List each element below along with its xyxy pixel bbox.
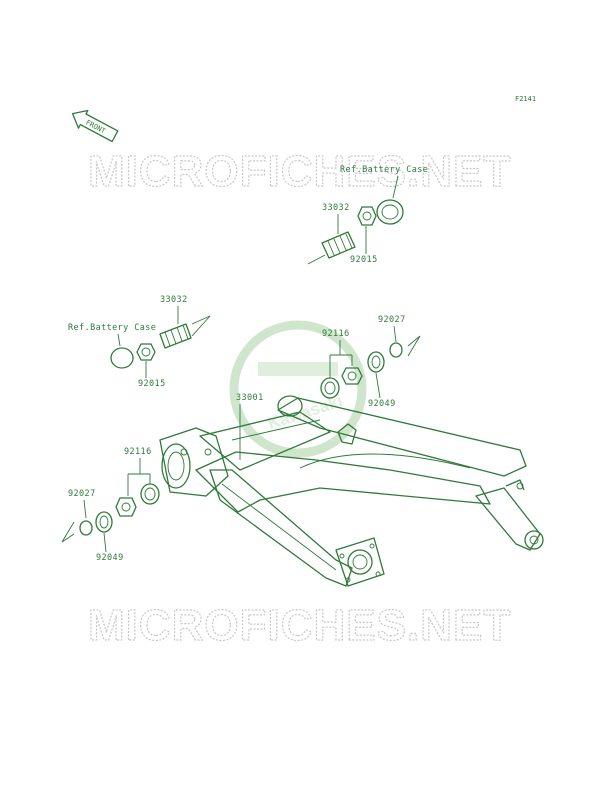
leader-92049-left — [103, 532, 107, 553]
callout-92015-top: 92015 — [350, 255, 378, 265]
leader-ref-battery-case-left — [117, 333, 121, 347]
battery-case-cap-left — [110, 347, 134, 369]
washer-92027-left — [61, 520, 93, 543]
callout-92015-left: 92015 — [138, 379, 166, 389]
leader-92049-right — [375, 372, 381, 399]
bearing-92116-left-a — [115, 497, 137, 517]
seal-92049-left — [95, 511, 113, 533]
swingarm-33001 — [159, 395, 544, 587]
leader-92116-right — [329, 340, 353, 378]
bearing-92116-left-b — [140, 483, 160, 505]
watermark-bottom: MICROFICHES.NET — [88, 601, 511, 650]
seal-92049-right — [367, 351, 385, 373]
callout-ref-battery-case-top: Ref.Battery Case — [340, 165, 428, 175]
callout-92116-right: 92116 — [322, 329, 350, 339]
callout-33001: 33001 — [236, 393, 264, 403]
nut-92015-top — [357, 206, 377, 226]
bearing-92116-right-b — [341, 367, 363, 385]
callout-92027-left: 92027 — [68, 489, 96, 499]
washer-92027-right — [389, 335, 421, 358]
pivot-shaft-33032-left — [159, 315, 211, 349]
callout-92116-left: 92116 — [124, 447, 152, 457]
figure-code: F2141 — [515, 95, 536, 103]
leader-92116-left — [127, 458, 151, 496]
battery-case-cap-top — [376, 199, 404, 225]
callout-92027-right: 92027 — [378, 315, 406, 325]
pivot-shaft-33032-top — [307, 231, 356, 265]
callout-33032-left: 33032 — [160, 295, 188, 305]
watermark-top: MICROFICHES.NET — [88, 147, 511, 196]
nut-92015-left — [136, 343, 156, 361]
callout-ref-battery-case-left: Ref.Battery Case — [68, 323, 156, 333]
callout-92049-left: 92049 — [96, 553, 124, 563]
callout-33032-top: 33032 — [322, 203, 350, 213]
bearing-92116-right-a — [320, 377, 340, 399]
leader-ref-battery-case-top — [392, 175, 399, 199]
callout-92049-right: 92049 — [368, 399, 396, 409]
leader-92027-left — [83, 499, 87, 519]
front-arrow-icon: FRONT — [71, 109, 119, 143]
leader-92027-right — [393, 325, 397, 343]
